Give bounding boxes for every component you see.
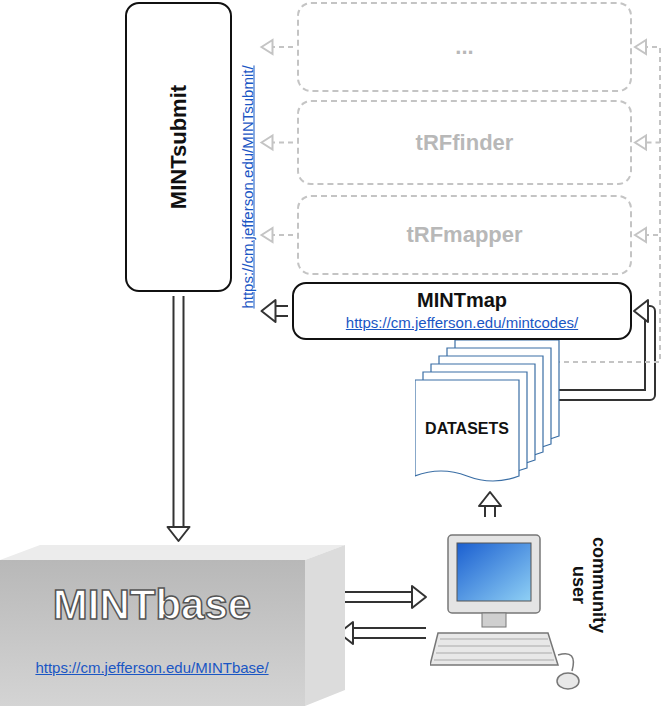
flow-arrow — [339, 622, 426, 644]
url-link: https://cm.jefferson.edu/MINTbase/ — [35, 659, 268, 676]
box-title: MINTsubmit — [166, 85, 192, 209]
computer-drawing — [430, 515, 610, 695]
flow-arrow — [262, 136, 294, 150]
database-title: MINTbase — [53, 581, 251, 629]
future-tool-box: ... — [297, 2, 632, 92]
page-stack-drawing — [415, 340, 565, 490]
box-title: ... — [455, 34, 473, 60]
box-title: MINTmap — [417, 289, 507, 312]
flow-arrow — [262, 228, 294, 242]
box-title: tRFfinder — [416, 130, 514, 156]
url-link: https://cm.jefferson.edu/MINTsubmit/ — [239, 65, 256, 308]
flow-arrow — [479, 492, 501, 517]
flow-arrow — [262, 300, 289, 322]
flow-arrow — [339, 586, 426, 608]
user-label: community user — [569, 530, 609, 640]
process-box: MINTsubmithttps://cm.jefferson.edu/MINTs… — [125, 2, 232, 292]
dataset-stack: DATASETS — [415, 340, 565, 490]
flow-arrow — [168, 296, 190, 541]
process-box: MINTmap https://cm.jefferson.edu/mintcode… — [292, 282, 632, 340]
dataset-label: DATASETS — [425, 420, 509, 438]
flow-arrow — [262, 40, 294, 54]
user-computer: community user — [430, 515, 610, 695]
url-link: https://cm.jefferson.edu/mintcodes/ — [346, 314, 578, 331]
database-block: MINTbase https://cm.jefferson.edu/MINTbas… — [0, 545, 345, 706]
box-title: tRFmapper — [406, 222, 522, 248]
future-tool-box: tRFfinder — [297, 100, 632, 185]
future-tool-box: tRFmapper — [297, 195, 632, 275]
